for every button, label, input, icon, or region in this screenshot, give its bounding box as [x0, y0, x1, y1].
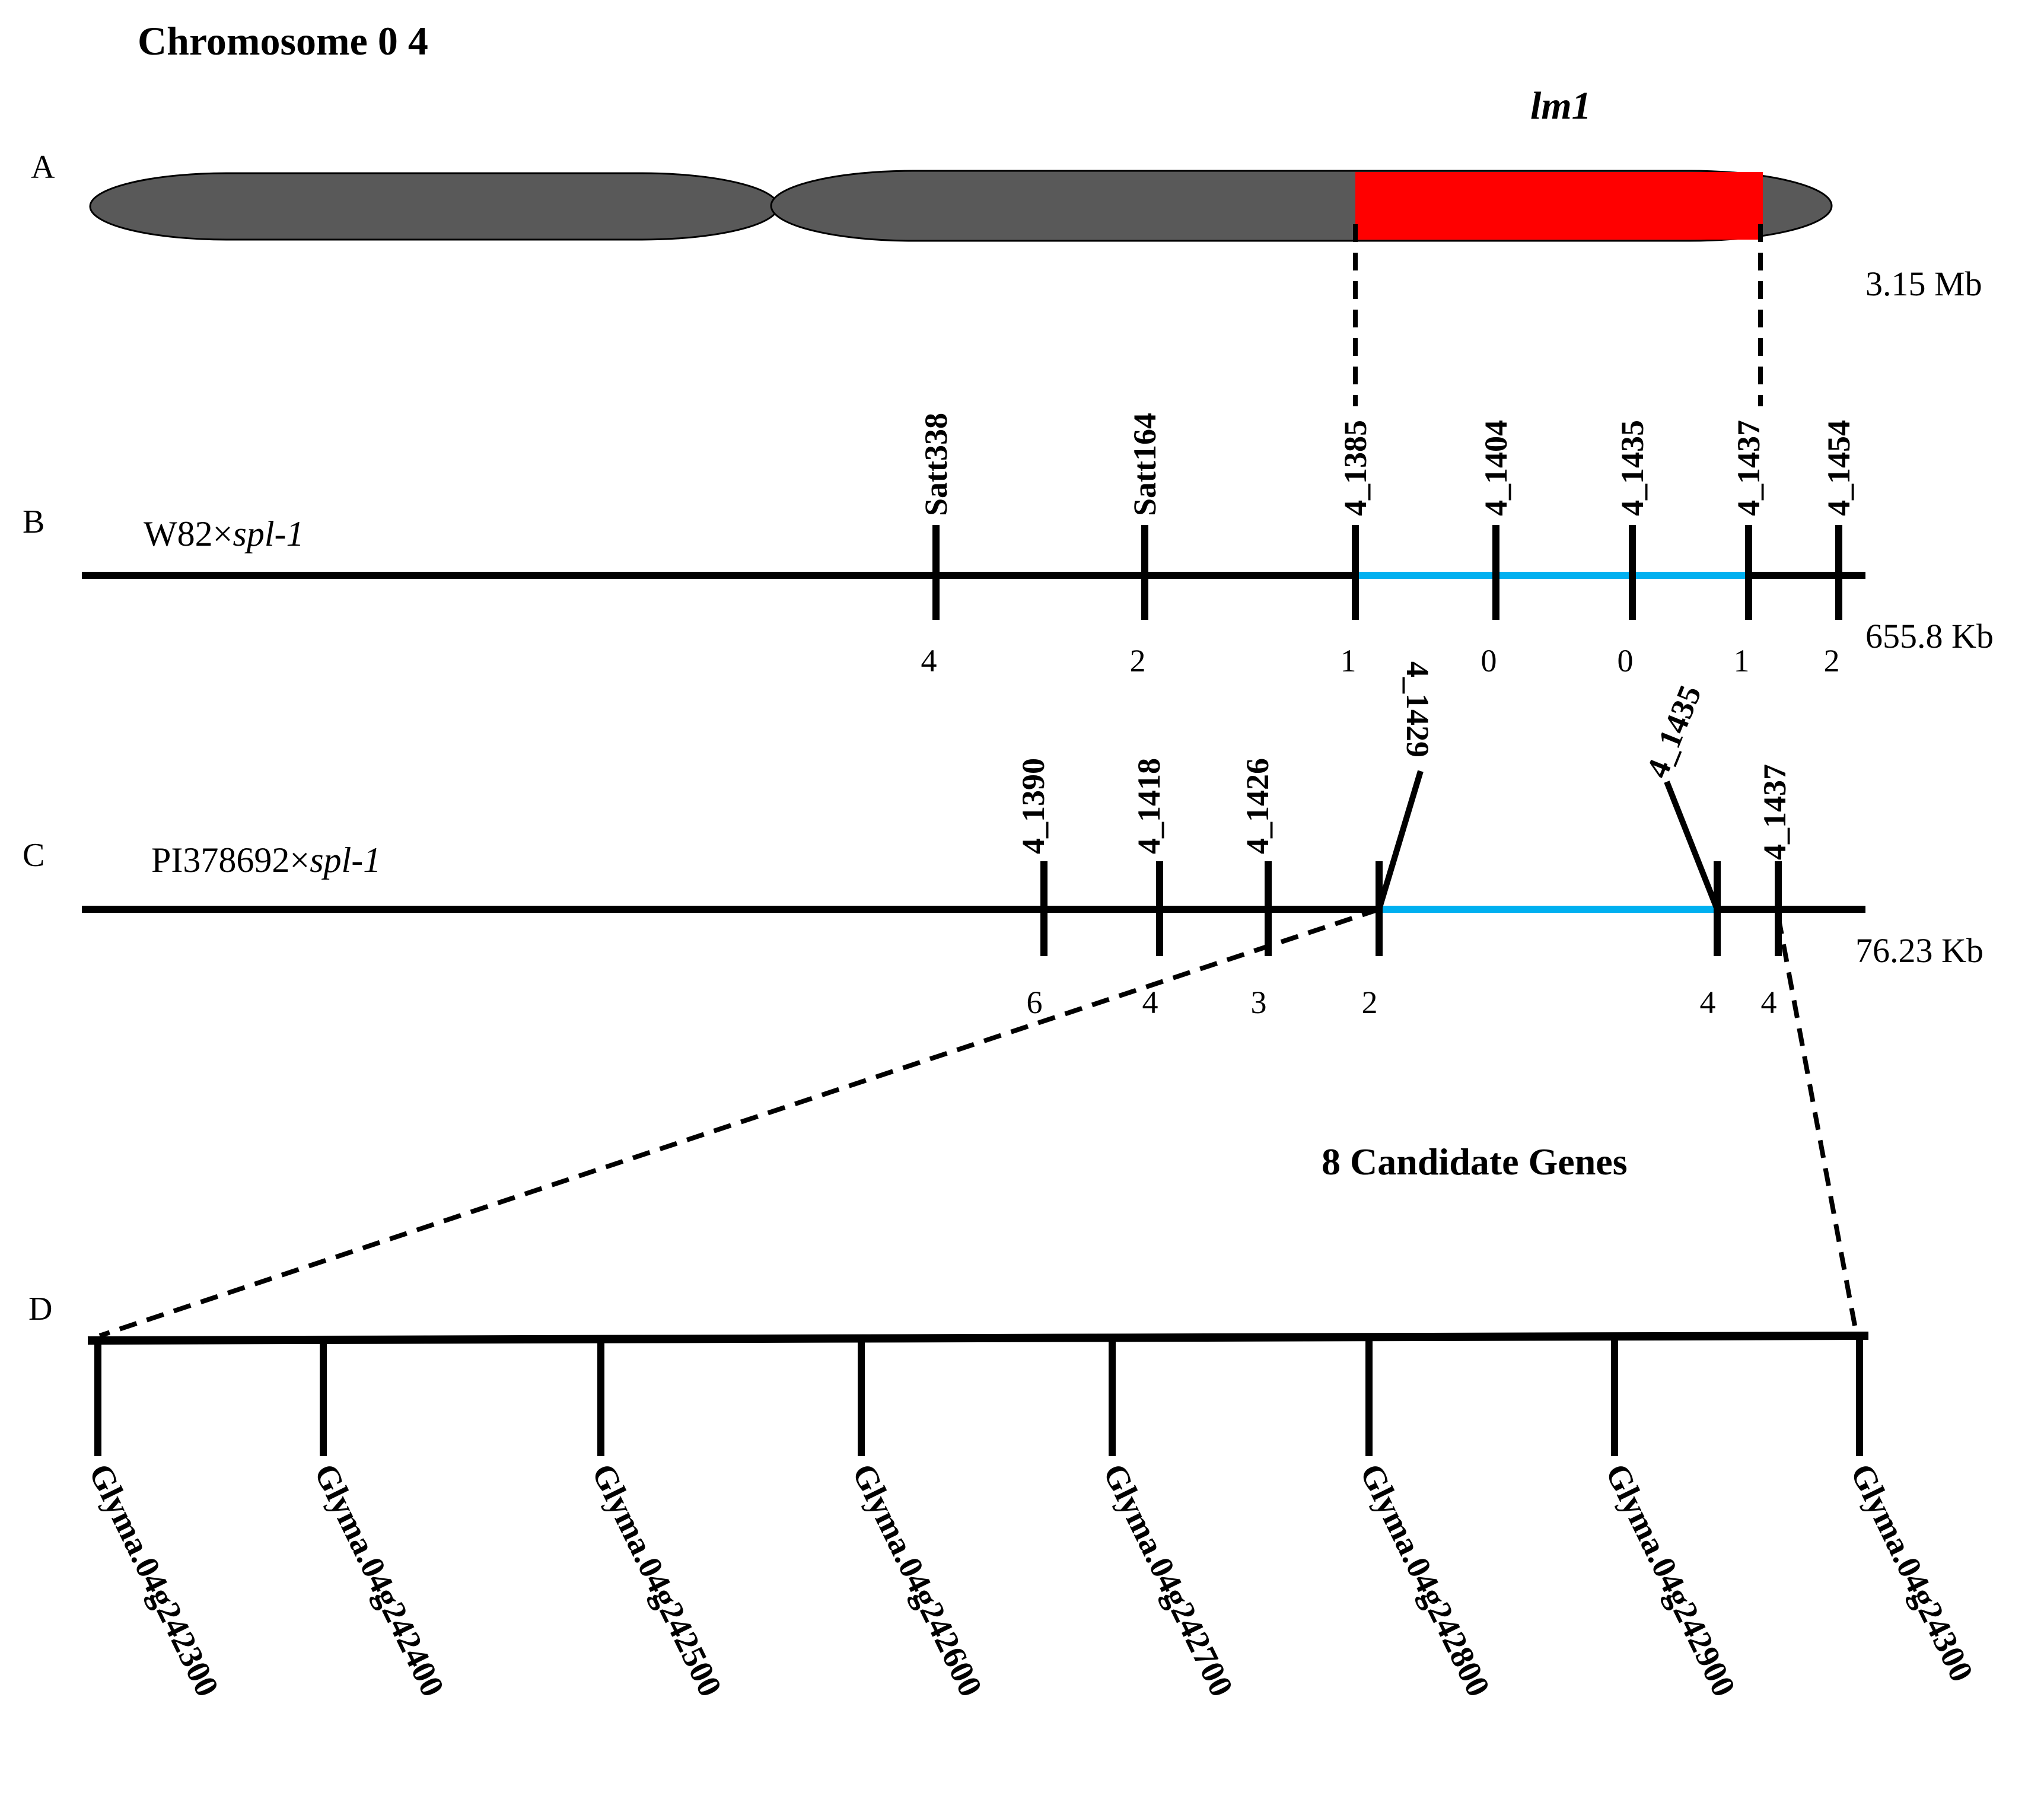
marker-label-b: 4_1404: [1478, 420, 1514, 516]
gene-label: Glyma.04g242700: [1096, 1459, 1240, 1703]
recombinant-count-c: 6: [1027, 985, 1043, 1020]
mapped-interval: [1355, 172, 1763, 240]
recombinant-count-b: 1: [1341, 643, 1357, 679]
marker-label-b: 4_1437: [1731, 420, 1766, 516]
candidate-region-line: [87, 1332, 1869, 1345]
candidate-genes-heading: 8 Candidate Genes: [1322, 1141, 1628, 1183]
recombinant-count-b: 2: [1130, 643, 1146, 679]
gene-label: Glyma.04g242300: [81, 1459, 225, 1703]
cross-b-label: W82×spl-1: [144, 514, 304, 553]
recombinant-count-c: 3: [1251, 985, 1267, 1020]
gene-label: Glyma.04g242600: [845, 1459, 989, 1703]
chromosome-body: [89, 170, 1833, 242]
leader-line-4_1429: [1376, 770, 1424, 910]
panel-d-letter: D: [28, 1291, 52, 1327]
cross-b-mutant: spl-1: [233, 514, 304, 553]
panel-b-letter: B: [23, 504, 44, 540]
marker-label-b: 4_1454: [1821, 420, 1857, 516]
markers-c: 4_1390 6 4_1418 4 4_1426 3 4_1429 2 4_1435 4 4_143…: [1015, 661, 1793, 1020]
marker-label-b: 4_1435: [1615, 420, 1650, 516]
figure-title: Chromosome 0 4: [138, 18, 428, 63]
panel-b-size: 655.8 Kb: [1865, 617, 1994, 655]
gene-label: Glyma.04g242500: [584, 1459, 728, 1703]
marker-label-b: Satt164: [1127, 413, 1163, 516]
cross-c-mutant: spl-1: [310, 840, 381, 880]
marker-label-c: 4_1437: [1757, 764, 1793, 860]
locus-label: lm1: [1530, 84, 1591, 128]
marker-label-c: 4_1429: [1400, 661, 1435, 757]
recombinant-count-c: 4: [1761, 985, 1777, 1020]
candidate-genes: Glyma.04g242300 Glyma.04g242400 Glyma.04g2…: [81, 1338, 1980, 1702]
panel-c-letter: C: [23, 837, 44, 874]
recombinant-count-c: 4: [1700, 985, 1716, 1020]
recombinant-count-b: 1: [1734, 643, 1750, 679]
leader-line-4_1435: [1664, 781, 1720, 910]
marker-label-c: 4_1418: [1131, 758, 1167, 854]
cross-c-label: PI378692×spl-1: [151, 840, 381, 880]
recombinant-count-b: 4: [921, 643, 937, 679]
gene-label: Glyma.04g242400: [307, 1459, 451, 1703]
marker-label-b: Satt338: [918, 413, 954, 516]
recombinant-count-c: 2: [1362, 985, 1378, 1020]
marker-label-c: 4_1435: [1639, 680, 1708, 783]
cross-c-parent: PI378692×: [151, 840, 310, 880]
panel-a-letter: A: [31, 149, 55, 186]
panel-a-size: 3.15 Mb: [1865, 265, 1982, 303]
marker-label-c: 4_1426: [1240, 758, 1275, 854]
panel-c-size: 76.23 Kb: [1855, 931, 1983, 970]
zoom-line-left: [98, 907, 1380, 1338]
recombinant-count-b: 2: [1824, 643, 1840, 679]
markers-b: Satt338 4 Satt164 2 4_1385 1 4_1404 0 4_1435 0 4_1…: [918, 413, 1857, 679]
recombinant-count-b: 0: [1481, 643, 1497, 679]
zoom-line-right: [1776, 916, 1858, 1329]
recombinant-count-b: 0: [1618, 643, 1634, 679]
marker-label-c: 4_1390: [1015, 758, 1051, 854]
recombinant-count-c: 4: [1142, 985, 1158, 1020]
cross-b-parent: W82×: [144, 514, 233, 553]
chromosome-short-arm: [89, 172, 779, 241]
gene-label: Glyma.04g242900: [1598, 1459, 1742, 1703]
marker-label-b: 4_1385: [1338, 420, 1373, 516]
gene-label: Glyma.04g242800: [1352, 1459, 1497, 1703]
gene-label: Glyma.04g24300: [1843, 1459, 1980, 1687]
